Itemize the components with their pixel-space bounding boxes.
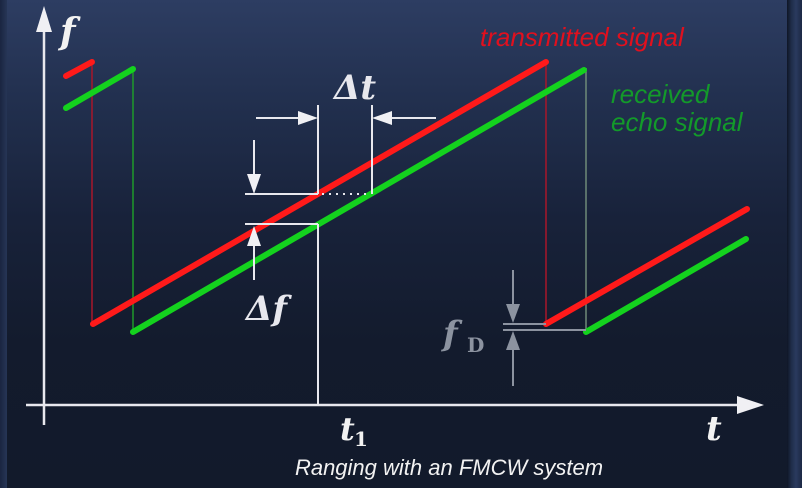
t1-subscript: 1: [354, 427, 368, 451]
x-axis: [26, 396, 764, 414]
legend-received: received echo signal: [611, 80, 743, 136]
legend-transmitted: transmitted signal: [480, 22, 684, 52]
diagram-caption: Ranging with an FMCW system: [294, 455, 604, 480]
legend-received-line2: echo signal: [611, 107, 743, 137]
y-axis-arrow-icon: [36, 6, 52, 32]
flyback-lines: [91, 62, 587, 332]
delta-f-label: Δf: [244, 289, 292, 329]
received-signal: [63, 66, 749, 335]
x-axis-arrow-icon: [737, 396, 764, 414]
right-border: [787, 0, 802, 488]
delta-f-marker: [245, 140, 319, 405]
delta-t-label: Δt: [332, 68, 376, 108]
left-border: [0, 0, 7, 488]
y-axis: [36, 6, 52, 425]
y-axis-label: f: [57, 11, 81, 53]
doppler-subscript: D: [467, 333, 484, 357]
doppler-label: f: [441, 314, 463, 354]
legend-received-line1: received: [611, 79, 710, 109]
transmitted-signal: [63, 59, 750, 327]
x-axis-label: t: [706, 409, 722, 449]
delta-t-marker: [256, 105, 436, 195]
t1-label: t: [340, 410, 355, 448]
doppler-marker: [503, 270, 586, 386]
